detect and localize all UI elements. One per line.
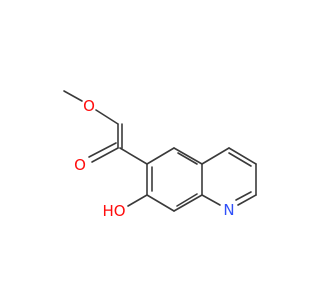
atom-label-ester-oxygen: O (83, 97, 95, 115)
bond-c5-hydroxyl (127, 194, 148, 207)
bond-pyr-inner-1 (228, 152, 252, 167)
bond-c8-c7 (173, 147, 203, 165)
bond-carbonyl-o-a (91, 147, 119, 163)
bond-methyl-ester-oxygen (63, 90, 83, 102)
bond-ester-oxygen-carbonyl (95, 109, 119, 125)
atom-label-nitrogen: N (223, 201, 234, 219)
bond-c7-c6 (146, 147, 175, 165)
bond-pyr-inner-2 (235, 191, 252, 201)
bond-inner-2 (177, 152, 198, 165)
atom-labels: O O HO N (74, 97, 235, 220)
bond-c5-c4a (146, 194, 175, 212)
atom-label-hydroxyl: HO (102, 202, 125, 220)
bond-c4a-c8a (173, 194, 203, 212)
bond-c8-c4 (201, 147, 230, 165)
bond-c4-c3 (228, 147, 257, 165)
bond-carbonyl-ring (119, 147, 148, 165)
bond-n1-c8a (201, 194, 221, 206)
bond-inner-3 (176, 193, 198, 207)
bond-carbonyl-o-b (88, 142, 117, 158)
molecule-drawing: O O HO N (63, 90, 257, 220)
bond-c2-n1 (237, 194, 257, 206)
atom-label-carbonyl-oxygen: O (74, 156, 86, 174)
structure-canvas: O O HO N (63, 90, 257, 220)
bonds (63, 90, 257, 212)
